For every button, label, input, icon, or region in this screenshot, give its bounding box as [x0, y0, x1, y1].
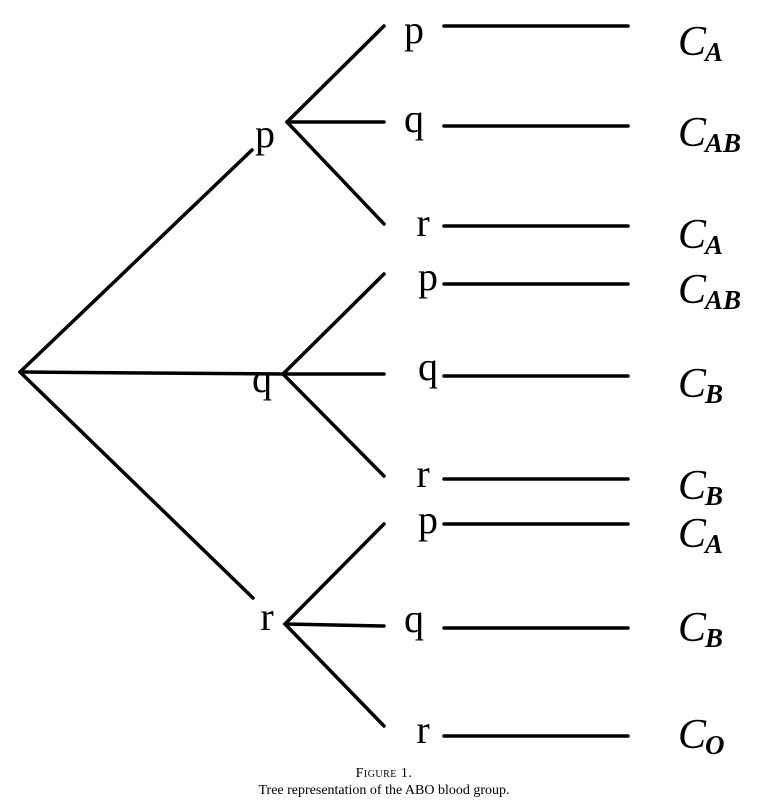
node-r-q-outcome-subscript: B: [704, 623, 723, 653]
node-q-p-outcome-base: C: [678, 267, 707, 313]
node-first-allele-q: q: [252, 356, 272, 401]
node-p-p-outcome-subscript: A: [703, 37, 723, 67]
node-p-p-outcome-base: C: [678, 19, 707, 65]
node-r-p-outcome: CA: [678, 511, 723, 559]
node-p-r-outcome-base: C: [678, 212, 707, 258]
tree-edges: [18, 24, 630, 738]
figure-title: Figure 1.: [355, 766, 413, 781]
node-p-q-outcome: CAB: [678, 110, 741, 158]
edge-q-to-r: [281, 372, 386, 478]
node-r-r-outcome: CO: [678, 712, 725, 760]
node-p-p-label: p: [404, 7, 424, 52]
node-p-r-outcome: CA: [678, 212, 723, 260]
node-q-p-outcome: CAB: [678, 267, 741, 315]
node-q-q-label: q: [418, 344, 438, 389]
edge-r-to-p: [283, 522, 386, 626]
edge-p-to-r: [285, 120, 386, 226]
edge-root-to-p: [18, 148, 254, 374]
node-r-p-outcome-subscript: A: [703, 529, 723, 559]
edge-root-to-r: [18, 370, 255, 600]
node-first-allele-p: p: [255, 111, 275, 156]
node-r-r-outcome-subscript: O: [705, 730, 725, 760]
node-r-r-outcome-base: C: [678, 712, 707, 758]
node-first-allele-r: r: [260, 594, 273, 639]
node-p-r-label: r: [416, 200, 429, 245]
node-r-q-outcome: CB: [678, 605, 723, 653]
edge-q-to-p: [281, 272, 386, 376]
node-q-p-outcome-subscript: AB: [703, 285, 741, 315]
node-q-r-label: r: [416, 451, 429, 496]
node-p-q-outcome-subscript: AB: [703, 128, 741, 158]
node-q-q-outcome-subscript: B: [704, 379, 723, 409]
node-q-r-outcome-base: C: [678, 463, 707, 509]
node-q-p-label: p: [418, 254, 438, 299]
node-q-r-outcome: CB: [678, 463, 723, 511]
edge-r-to-q: [283, 622, 386, 628]
edge-root-to-q: [18, 370, 285, 376]
node-p-r-outcome-subscript: A: [703, 230, 723, 260]
node-r-q-label: q: [404, 596, 424, 641]
node-r-r-label: r: [416, 707, 429, 752]
node-r-q-outcome-base: C: [678, 605, 707, 651]
node-r-p-outcome-base: C: [678, 511, 707, 557]
node-r-p-label: p: [418, 497, 438, 542]
node-q-q-outcome-base: C: [678, 361, 707, 407]
figure-description: Tree representation of the ABO blood gro…: [258, 783, 510, 798]
node-p-q-outcome-base: C: [678, 110, 707, 156]
node-q-r-outcome-subscript: B: [704, 481, 723, 511]
figure-caption: Figure 1. Tree representation of the ABO…: [0, 765, 768, 799]
edge-p-to-p: [285, 24, 386, 124]
edge-r-to-r: [283, 622, 386, 728]
node-p-q-label: q: [404, 96, 424, 141]
node-q-q-outcome: CB: [678, 361, 723, 409]
node-p-p-outcome: CA: [678, 19, 723, 67]
